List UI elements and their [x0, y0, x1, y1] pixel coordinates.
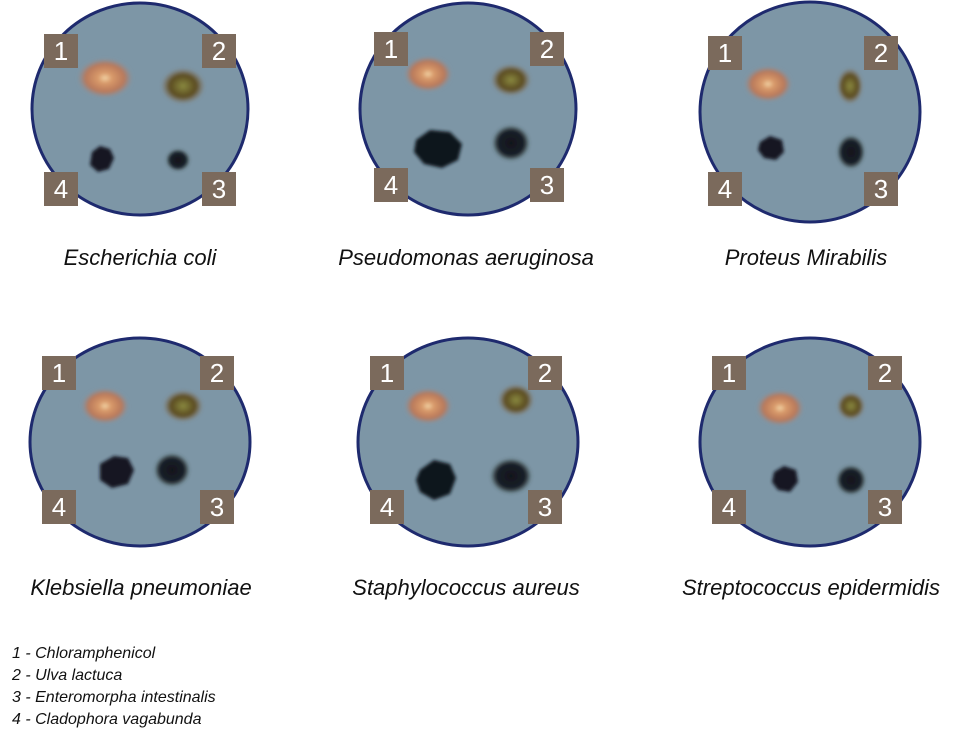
plate-label-3: 3	[864, 172, 898, 206]
spot-2-ulva-lactuca	[163, 390, 203, 422]
plate-label-2: 2	[864, 36, 898, 70]
plate-label-3: 3	[528, 490, 562, 524]
spot-1-chloramphenicol	[756, 390, 804, 426]
plate-label-3: 3	[868, 490, 902, 524]
legend-item: 4 - Cladophora vagabunda	[12, 709, 216, 731]
plate-label-3: 3	[530, 168, 564, 202]
legend: 1 - Chloramphenicol 2 - Ulva lactuca 3 -…	[12, 643, 216, 731]
spot-1-chloramphenicol	[81, 388, 129, 424]
spot-3-enteromorpha	[492, 125, 530, 161]
spot-1-chloramphenicol	[404, 388, 452, 424]
spot-3-enteromorpha	[836, 465, 866, 495]
plate-klebsiella-pneumoniae: 1 2 3 4	[30, 340, 250, 530]
plate-caption: Pseudomonas aeruginosa	[306, 245, 626, 271]
plate-caption: Escherichia coli	[0, 245, 280, 271]
spot-1-chloramphenicol	[744, 66, 792, 102]
spot-2-ulva-lactuca	[161, 68, 205, 104]
plate-label-3: 3	[200, 490, 234, 524]
spot-3-enteromorpha	[490, 458, 532, 494]
spot-2-ulva-lactuca	[837, 392, 865, 420]
legend-item: 3 - Enteromorpha intestinalis	[12, 687, 216, 709]
spot-3-enteromorpha	[166, 149, 190, 171]
plate-staphylococcus-aureus: 1 2 3 4	[358, 340, 578, 530]
plate-label-2: 2	[868, 356, 902, 390]
plate-label-1: 1	[708, 36, 742, 70]
spot-2-ulva-lactuca	[837, 68, 863, 104]
plate-caption: Proteus Mirabilis	[676, 245, 936, 271]
plate-label-1: 1	[44, 34, 78, 68]
plate-label-2: 2	[530, 32, 564, 66]
spot-3-enteromorpha	[837, 135, 865, 169]
plate-label-4: 4	[42, 490, 76, 524]
plate-proteus-mirabilis: 1 2 3 4	[700, 20, 920, 210]
plate-label-4: 4	[370, 490, 404, 524]
plate-label-1: 1	[42, 356, 76, 390]
plate-label-1: 1	[712, 356, 746, 390]
plate-label-4: 4	[708, 172, 742, 206]
plate-pseudomonas-aeruginosa: 1 2 3 4	[358, 12, 578, 202]
plate-label-4: 4	[374, 168, 408, 202]
legend-item: 2 - Ulva lactuca	[12, 665, 216, 687]
plate-label-2: 2	[202, 34, 236, 68]
plate-caption: Klebsiella pneumoniae	[0, 575, 282, 601]
plate-caption: Staphylococcus aureus	[316, 575, 616, 601]
plate-label-4: 4	[44, 172, 78, 206]
spot-3-enteromorpha	[154, 453, 190, 487]
spot-2-ulva-lactuca	[491, 64, 531, 96]
plate-caption: Streptococcus epidermidis	[656, 575, 966, 601]
spot-1-chloramphenicol	[77, 58, 133, 98]
plate-escherichia-coli: 1 2 3 4	[30, 12, 250, 202]
plate-label-2: 2	[528, 356, 562, 390]
plate-label-3: 3	[202, 172, 236, 206]
legend-item: 1 - Chloramphenicol	[12, 643, 216, 665]
plate-label-1: 1	[374, 32, 408, 66]
plate-label-2: 2	[200, 356, 234, 390]
spot-1-chloramphenicol	[404, 56, 452, 92]
plate-streptococcus-epidermidis: 1 2 3 4	[700, 340, 920, 530]
plate-label-1: 1	[370, 356, 404, 390]
plate-label-4: 4	[712, 490, 746, 524]
